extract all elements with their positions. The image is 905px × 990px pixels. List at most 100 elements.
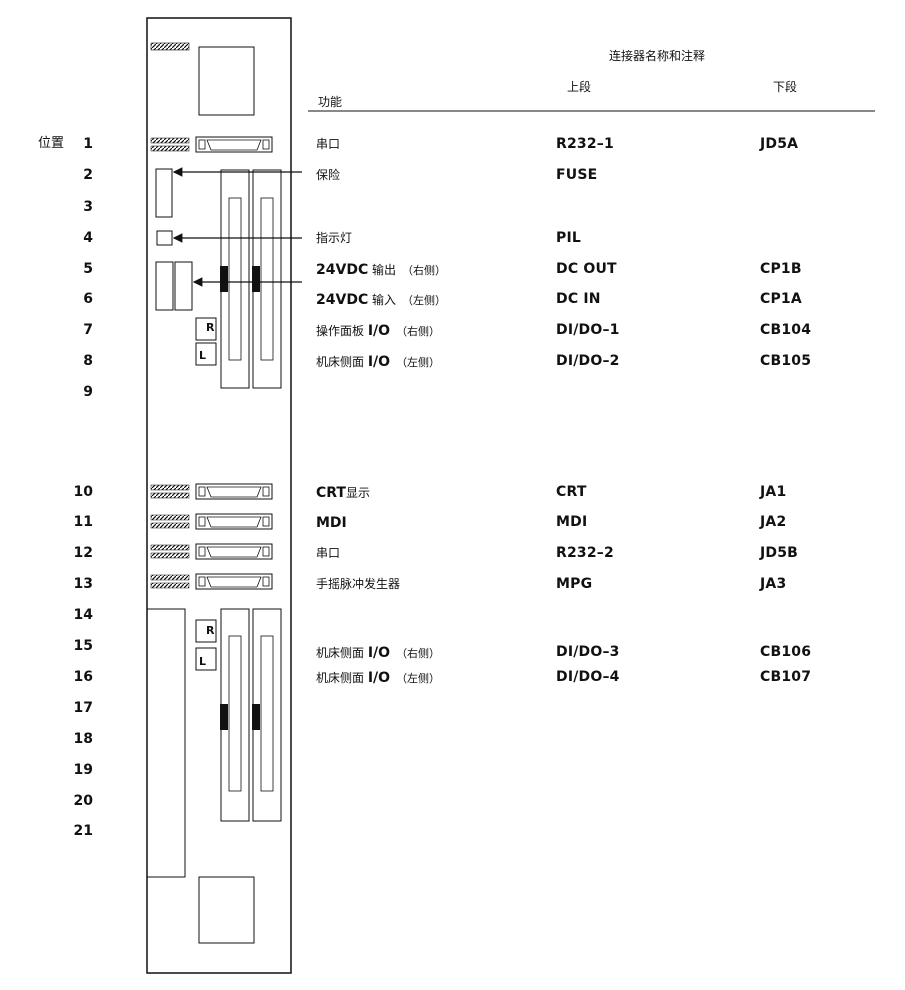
position-number: 17 bbox=[73, 700, 93, 716]
connector-mdi bbox=[150, 513, 273, 530]
function-cell: 24VDC 输出 （右侧） bbox=[316, 263, 446, 277]
bottom-module-box bbox=[198, 876, 255, 944]
function-pre: 机床侧面 bbox=[316, 355, 368, 369]
upper-connector-name: FUSE bbox=[556, 167, 598, 183]
function-paren: （左侧） bbox=[396, 356, 441, 369]
function-cell: 机床侧面 I/O （左侧） bbox=[316, 355, 440, 369]
upper-connector-name: DI/DO–4 bbox=[556, 669, 620, 685]
upper-connector-name: R232–2 bbox=[556, 545, 614, 561]
function-paren: （左侧） bbox=[402, 294, 447, 307]
function-bold: I/O bbox=[367, 645, 391, 661]
upper-connector-name: DI/DO–3 bbox=[556, 644, 620, 660]
connector-r232-2 bbox=[150, 543, 273, 560]
board-outline bbox=[146, 17, 292, 974]
function-cell: 机床侧面 I/O（左侧） bbox=[316, 671, 440, 685]
dc-in-box bbox=[155, 261, 174, 311]
lower-connector-code: JA2 bbox=[760, 514, 787, 530]
function-cell: 串口 bbox=[316, 547, 340, 559]
position-number: 20 bbox=[73, 793, 93, 809]
lower-connector-code: CP1B bbox=[760, 261, 802, 277]
position-number: 2 bbox=[83, 167, 93, 183]
lower-connector-code: JA3 bbox=[760, 576, 787, 592]
io-slot-upper-right bbox=[252, 169, 282, 389]
position-number: 10 bbox=[73, 484, 93, 500]
upper-connector-name: CRT bbox=[556, 484, 587, 500]
r-box-upper bbox=[195, 317, 217, 341]
lower-connector-code: CB104 bbox=[760, 322, 812, 338]
function-pre: 机床侧面 bbox=[316, 646, 368, 660]
lower-connector-code: CB105 bbox=[760, 353, 812, 369]
function-bold: 24VDC bbox=[316, 262, 369, 278]
lower-connector-code: JD5A bbox=[760, 136, 799, 152]
position-number: 7 bbox=[83, 322, 93, 338]
position-number: 1 bbox=[83, 136, 93, 152]
function-post: 串口 bbox=[316, 137, 341, 151]
upper-connector-name: MDI bbox=[556, 514, 588, 530]
l-box-upper bbox=[195, 342, 217, 366]
upper-connector-name: R232–1 bbox=[556, 136, 614, 152]
upper-connector-name: DI/DO–1 bbox=[556, 322, 620, 338]
io-slot-upper-left bbox=[220, 169, 250, 389]
connector-r232-1 bbox=[150, 136, 273, 153]
function-bold: I/O bbox=[367, 354, 391, 370]
function-cell: 操作面板 I/O（右侧） bbox=[316, 324, 440, 338]
function-cell: 保险 bbox=[316, 169, 340, 181]
lower-connector-code: CB107 bbox=[760, 669, 812, 685]
function-cell: 手摇脉冲发生器 bbox=[316, 578, 400, 590]
function-cell: MDI bbox=[316, 516, 347, 530]
position-number: 11 bbox=[73, 514, 93, 530]
function-cell: 串口 bbox=[316, 138, 340, 150]
position-number: 13 bbox=[73, 576, 93, 592]
upper-connector-name: MPG bbox=[556, 576, 593, 592]
function-post: 显示 bbox=[345, 486, 370, 500]
lower-connector-code: JD5B bbox=[760, 545, 799, 561]
position-number: 19 bbox=[73, 762, 93, 778]
upper-connector-name: PIL bbox=[556, 230, 581, 246]
function-cell: CRT显示 bbox=[316, 486, 370, 500]
r-marker-upper: R bbox=[206, 321, 215, 334]
position-number: 9 bbox=[83, 384, 93, 400]
r-box-lower bbox=[195, 619, 217, 643]
position-label: 位置 bbox=[38, 136, 65, 151]
r-marker-lower: R bbox=[206, 624, 215, 637]
lower-connector-code: JA1 bbox=[760, 484, 787, 500]
function-bold: MDI bbox=[316, 515, 347, 531]
l-marker-upper: L bbox=[199, 349, 207, 362]
col-header-function: 功能 bbox=[318, 95, 343, 109]
col-header-upper: 上段 bbox=[567, 80, 592, 94]
function-paren: （左侧） bbox=[396, 672, 441, 685]
function-paren: （右侧） bbox=[396, 647, 441, 660]
function-paren: （右侧） bbox=[402, 264, 447, 277]
function-bold: 24VDC bbox=[316, 292, 369, 308]
position-number: 15 bbox=[73, 638, 93, 654]
l-marker-lower: L bbox=[199, 655, 207, 668]
function-post: 保险 bbox=[316, 168, 341, 182]
function-cell: 24VDC 输入 （左侧） bbox=[316, 293, 446, 307]
io-slot-lower-right bbox=[252, 608, 282, 822]
position-number: 6 bbox=[83, 291, 93, 307]
function-cell: 机床侧面 I/O （右侧） bbox=[316, 646, 440, 660]
dc-out-box bbox=[174, 261, 193, 311]
table-title: 连接器名称和注释 bbox=[609, 49, 706, 63]
function-pre: 操作面板 bbox=[316, 324, 368, 338]
function-bold: CRT bbox=[316, 485, 346, 501]
function-post: 指示灯 bbox=[316, 231, 353, 245]
position-number: 21 bbox=[73, 823, 93, 839]
lower-left-panel bbox=[146, 608, 186, 878]
top-label-hatch bbox=[150, 42, 190, 51]
position-number: 14 bbox=[73, 607, 93, 623]
fuse-box bbox=[155, 168, 173, 218]
upper-connector-name: DC OUT bbox=[556, 261, 617, 277]
function-bold: I/O bbox=[367, 670, 391, 686]
function-cell: 指示灯 bbox=[316, 232, 352, 244]
function-post: 输出 bbox=[368, 263, 397, 277]
function-post: 输入 bbox=[368, 293, 397, 307]
top-module-box bbox=[198, 46, 255, 116]
function-paren: （右侧） bbox=[396, 325, 441, 338]
lower-connector-code: CB106 bbox=[760, 644, 812, 660]
position-number: 18 bbox=[73, 731, 93, 747]
function-post: 手摇脉冲发生器 bbox=[316, 577, 401, 591]
upper-connector-name: DC IN bbox=[556, 291, 601, 307]
position-number: 12 bbox=[73, 545, 93, 561]
